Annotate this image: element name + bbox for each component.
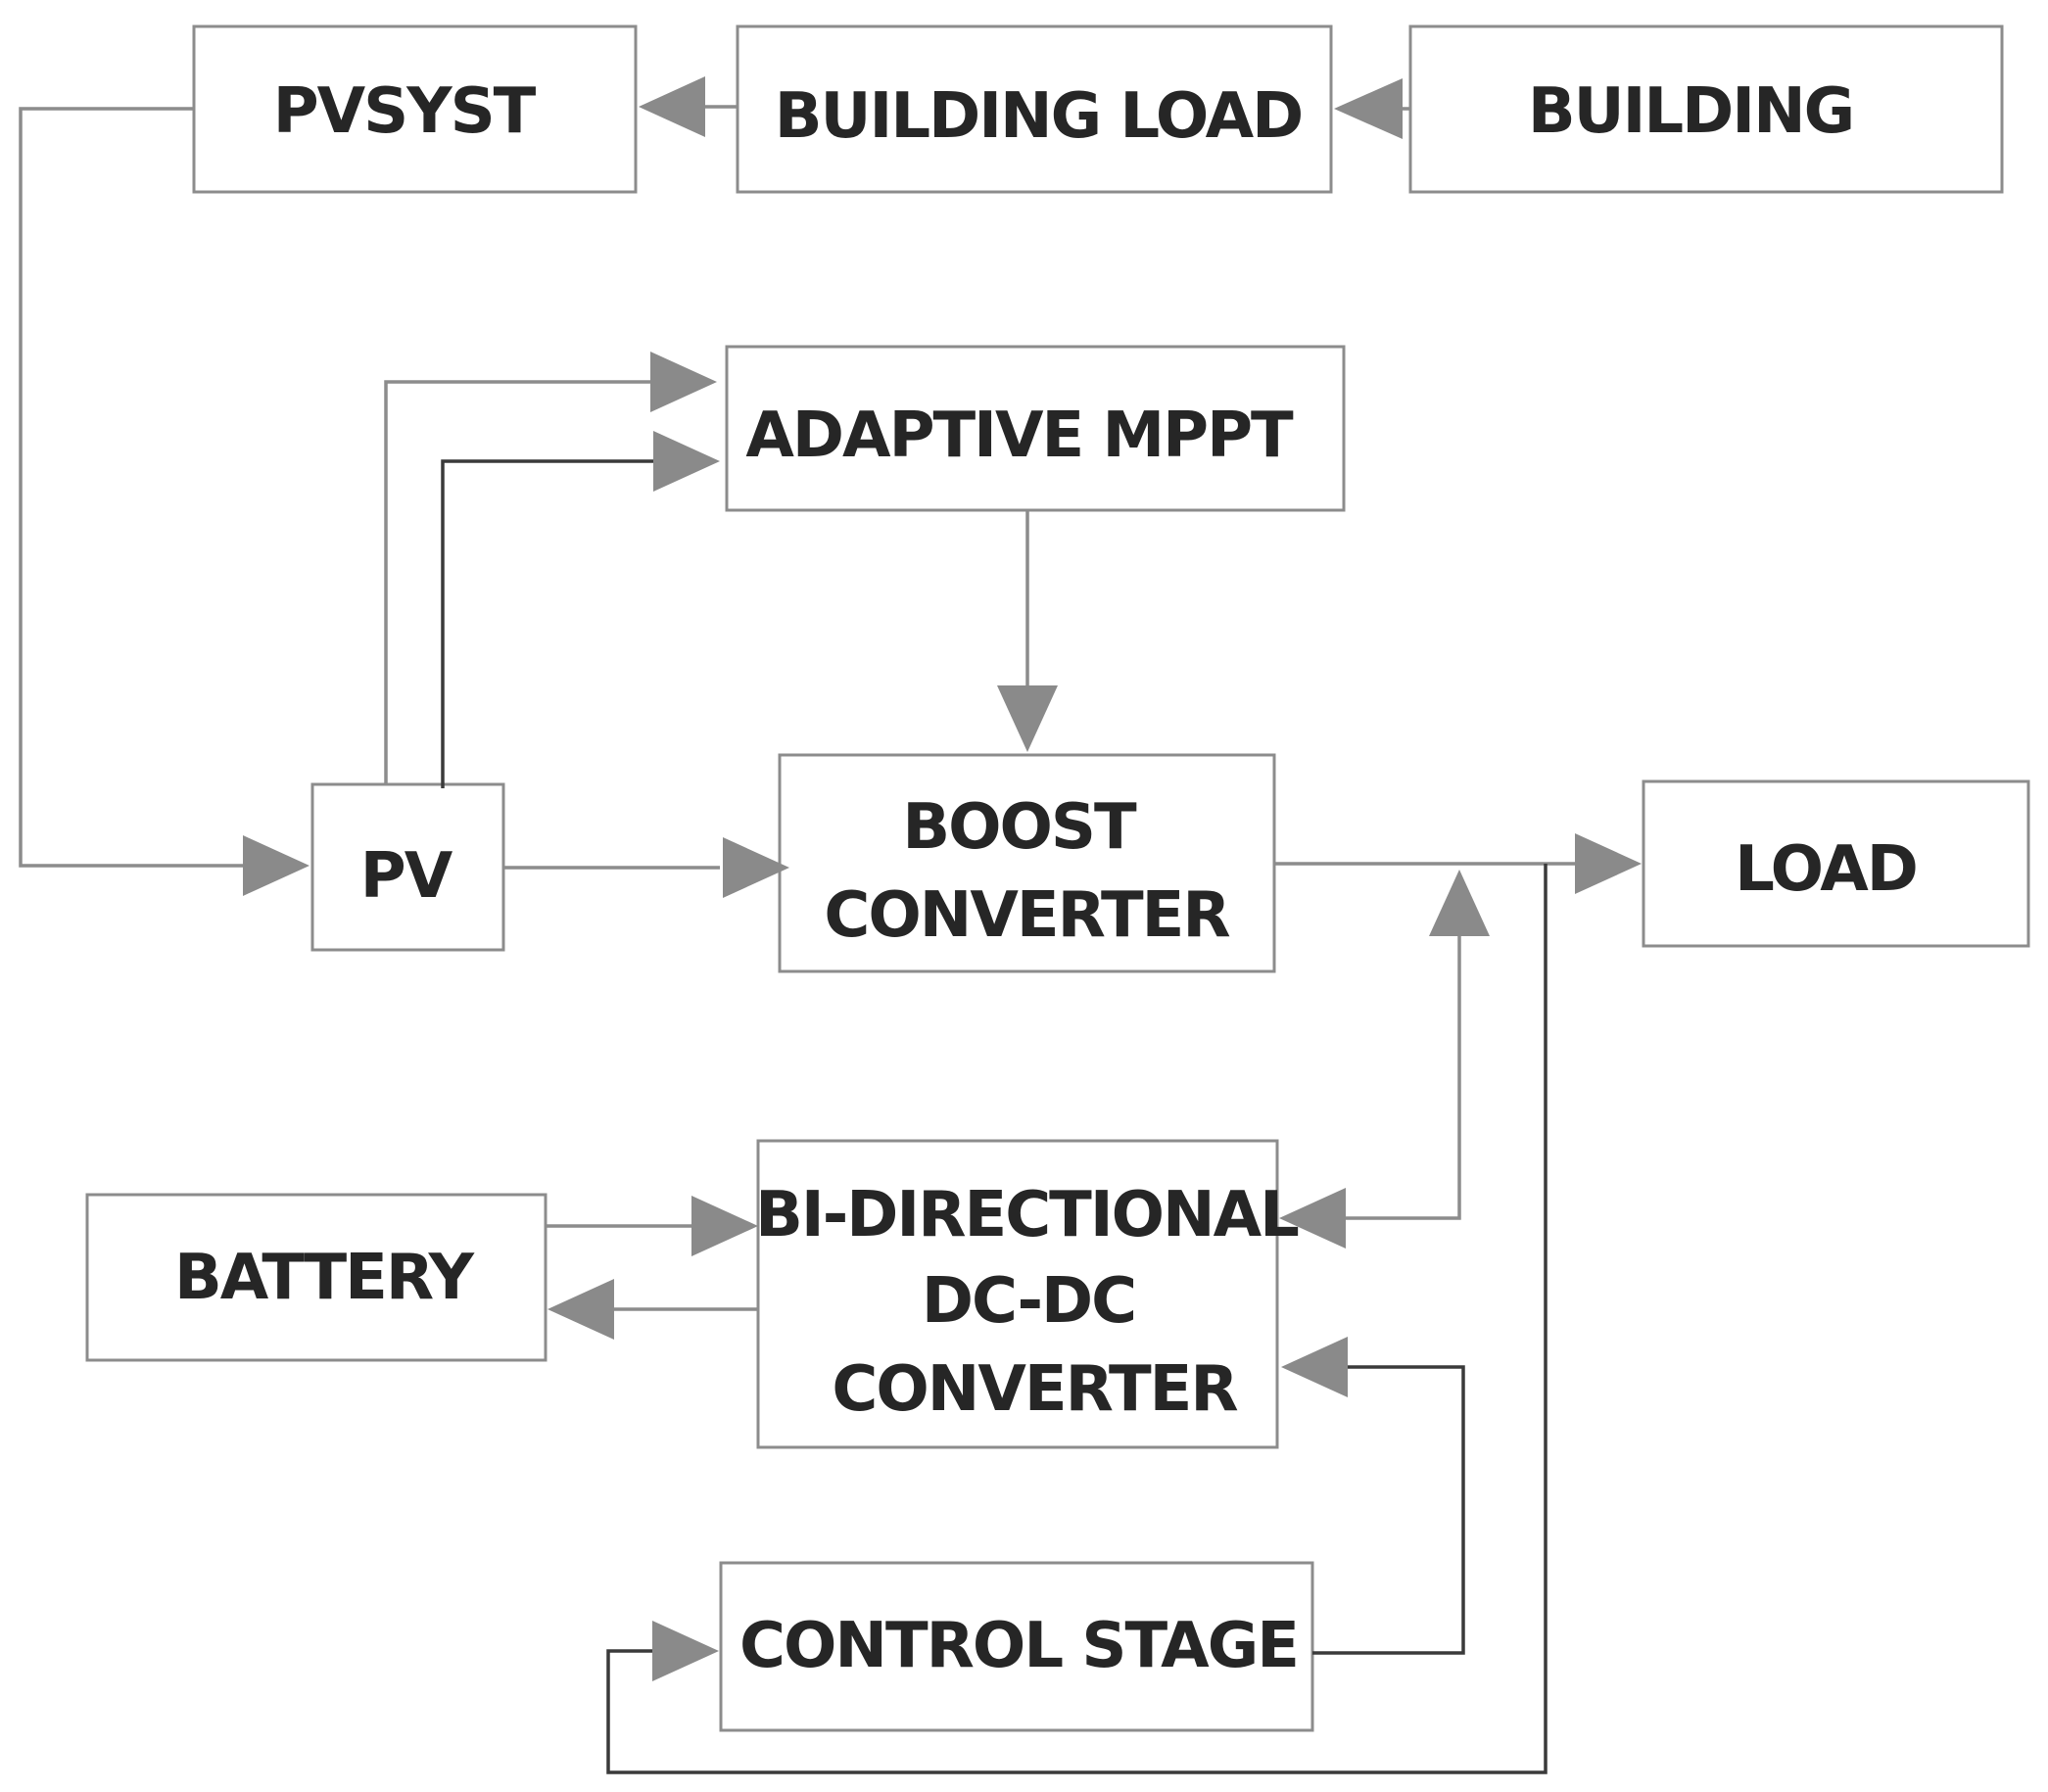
arrow-battery-to-bidirectional: [546, 1196, 758, 1256]
box-pvsyst-label: PVSYST: [273, 75, 537, 148]
box-boost-converter: BOOST CONVERTER: [778, 753, 1276, 973]
box-control-stage: CONTROL STAGE: [719, 1561, 1314, 1732]
box-battery: BATTERY: [85, 1193, 548, 1362]
arrow-bus-bidirectional-link: [1279, 870, 1490, 1249]
box-bidirectional-converter: BI-DIRECTIONAL DC-DC CONVERTER: [755, 1139, 1301, 1449]
arrow-pv-to-mppt-upper: [384, 352, 717, 784]
box-boost-converter-label-line1: BOOST: [902, 791, 1137, 864]
arrow-pv-to-mppt-lower: [441, 431, 720, 788]
box-adaptive-mppt-label: ADAPTIVE MPPT: [745, 400, 1294, 472]
arrow-building-load-to-pvsyst: [639, 76, 738, 137]
box-load-label: LOAD: [1735, 833, 1917, 906]
box-control-stage-label: CONTROL STAGE: [739, 1610, 1298, 1682]
box-bidirectional-label-line3: CONVERTER: [832, 1353, 1237, 1426]
box-adaptive-mppt: ADAPTIVE MPPT: [725, 345, 1346, 512]
box-bidirectional-label-line1: BI-DIRECTIONAL: [755, 1179, 1299, 1251]
box-load: LOAD: [1642, 779, 2030, 948]
box-building-load-label: BUILDING LOAD: [775, 80, 1303, 153]
box-building: BUILDING: [1408, 24, 2004, 194]
box-battery-label: BATTERY: [174, 1242, 475, 1314]
arrow-mppt-to-boost: [997, 510, 1058, 752]
arrow-pvsyst-to-pv: [19, 107, 310, 896]
box-pvsyst: PVSYST: [192, 24, 638, 194]
box-bidirectional-label-line2: DC-DC: [922, 1265, 1135, 1338]
arrow-pv-to-boost: [503, 837, 789, 898]
arrow-control-to-bidirectional: [1281, 1337, 1465, 1655]
box-building-load: BUILDING LOAD: [736, 24, 1333, 194]
arrow-bidirectional-to-battery: [548, 1279, 758, 1340]
arrow-building-to-building-load: [1334, 78, 1410, 139]
arrow-boost-to-load: [1274, 833, 1642, 894]
box-building-label: BUILDING: [1528, 75, 1853, 148]
box-boost-converter-label-line2: CONVERTER: [824, 879, 1229, 952]
arrow-feedback-to-control-stage: [606, 864, 1548, 1774]
box-pv-label: PV: [360, 840, 453, 913]
box-pv: PV: [310, 782, 505, 952]
